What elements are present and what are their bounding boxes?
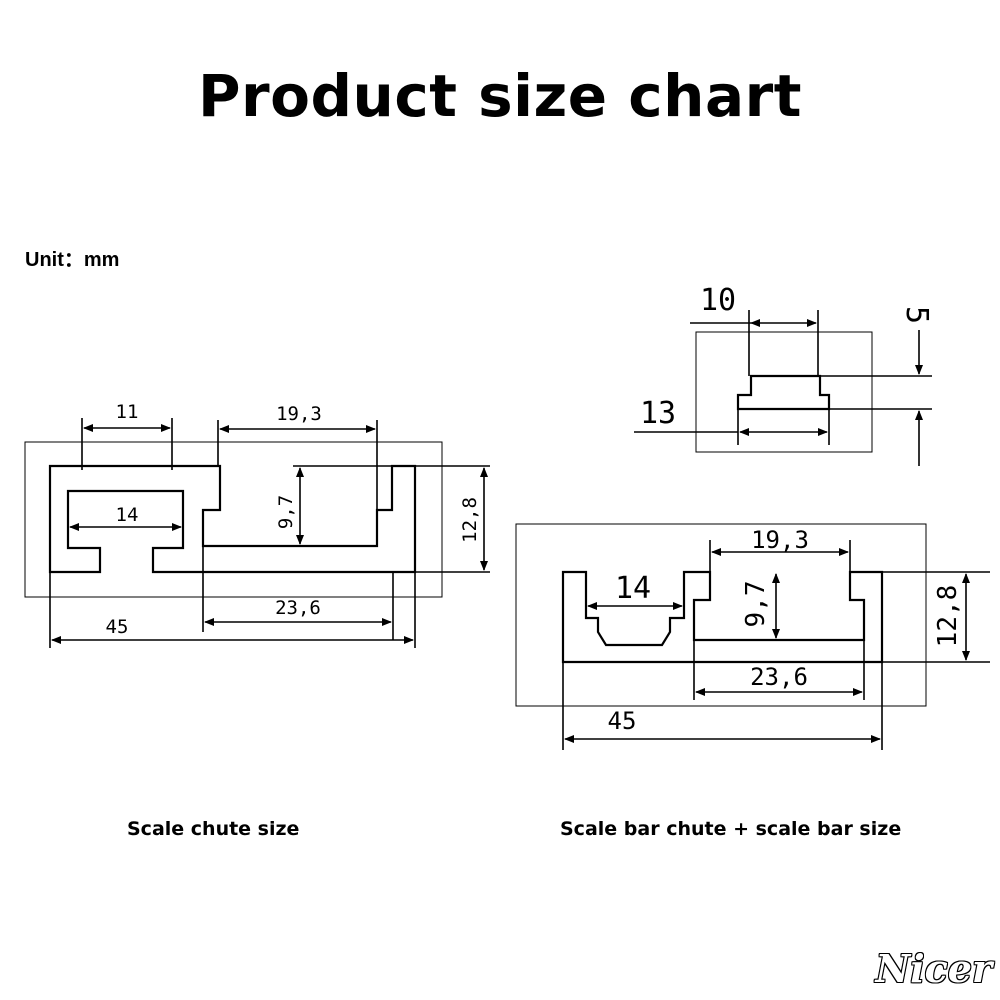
left-dim-12-8: 12,8 [459, 497, 481, 543]
scale-bar-diagram [634, 310, 932, 466]
bar-dim-13: 13 [640, 396, 676, 431]
scale-bar-dim-labels: 10 13 5 [640, 283, 934, 431]
unit-label-text: Unit： [25, 249, 84, 271]
unit-value: mm [83, 249, 120, 271]
brand-logo: Nicer [875, 946, 992, 991]
bar-dim-5: 5 [899, 306, 934, 324]
right-dim-14: 14 [615, 571, 651, 606]
left-dim-19-3: 19,3 [276, 403, 322, 425]
left-diagram [24, 418, 490, 648]
scale-bar-frame [695, 331, 873, 453]
left-dim-9-7: 9,7 [275, 495, 297, 529]
left-frame [24, 441, 443, 598]
unit-label: Unit：mm [25, 243, 119, 272]
left-dim-11: 11 [116, 401, 139, 423]
left-dim-labels: 11 19,3 14 9,7 12,8 23,6 45 [106, 401, 481, 638]
right-dim-23-6: 23,6 [750, 663, 808, 691]
right-diagram [515, 523, 990, 750]
left-profile [48, 464, 417, 574]
right-dim-labels: 19,3 14 9,7 12,8 23,6 45 [608, 526, 963, 735]
bar-dim-10: 10 [700, 283, 736, 318]
right-diagram-caption: Scale bar chute + scale bar size [560, 818, 902, 840]
right-frame [515, 523, 927, 707]
left-dim-23-6: 23,6 [275, 597, 321, 619]
right-dim-12-8: 12,8 [933, 585, 963, 648]
left-diagram-caption: Scale chute size [127, 818, 300, 840]
right-dim-19-3: 19,3 [751, 526, 809, 554]
left-dim-45: 45 [106, 616, 129, 638]
right-profile [561, 570, 884, 664]
right-dim-45: 45 [608, 707, 637, 735]
right-dim-9-7: 9,7 [741, 581, 771, 628]
page-title: Product size chart [198, 62, 802, 130]
left-dim-14: 14 [116, 504, 139, 526]
scale-bar-profile [736, 374, 831, 411]
